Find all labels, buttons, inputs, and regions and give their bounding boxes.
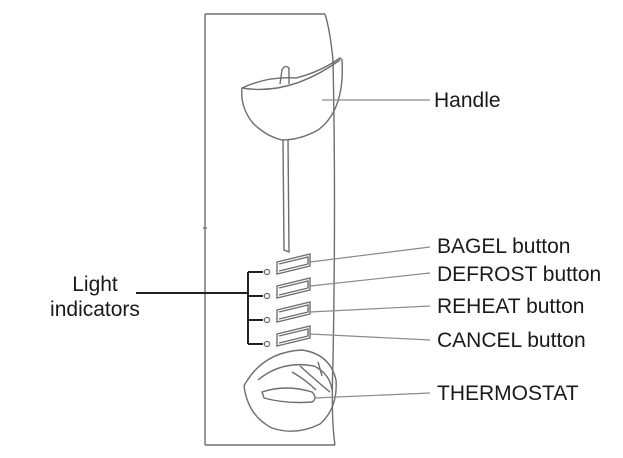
indicator-light-cancel [263, 340, 271, 348]
button-reheat [276, 301, 311, 323]
thermostat-knob [243, 349, 337, 432]
indicator-light-reheat [263, 316, 271, 324]
indicator-lights [263, 268, 271, 348]
label-cancel-button: CANCEL button [437, 329, 586, 352]
label-thermostat: THERMOSTAT [437, 382, 579, 405]
label-light-line1: Light [72, 273, 118, 296]
leader-bagel [309, 246, 431, 263]
label-bagel-button: BAGEL button [437, 235, 571, 258]
leader-thermostat [313, 392, 431, 399]
label-light-line2: indicators [50, 298, 140, 321]
indicator-light-defrost [263, 292, 271, 300]
leader-cancel [309, 333, 431, 341]
button-defrost [276, 277, 311, 299]
label-light-indicators: Light indicators [40, 272, 150, 322]
label-defrost-button: DEFROST button [437, 263, 602, 286]
leader-defrost [309, 272, 431, 287]
leader-lines [309, 99, 431, 399]
indicator-light-bagel [263, 268, 271, 276]
button-cancel [276, 325, 311, 347]
side-panel-outline [203, 13, 336, 446]
leader-reheat [309, 305, 431, 313]
label-reheat-button: REHEAT button [437, 295, 585, 318]
button-bagel [276, 253, 311, 275]
handle-part [241, 57, 343, 254]
light-indicators-bracket [136, 271, 263, 345]
label-handle: Handle [434, 89, 501, 112]
